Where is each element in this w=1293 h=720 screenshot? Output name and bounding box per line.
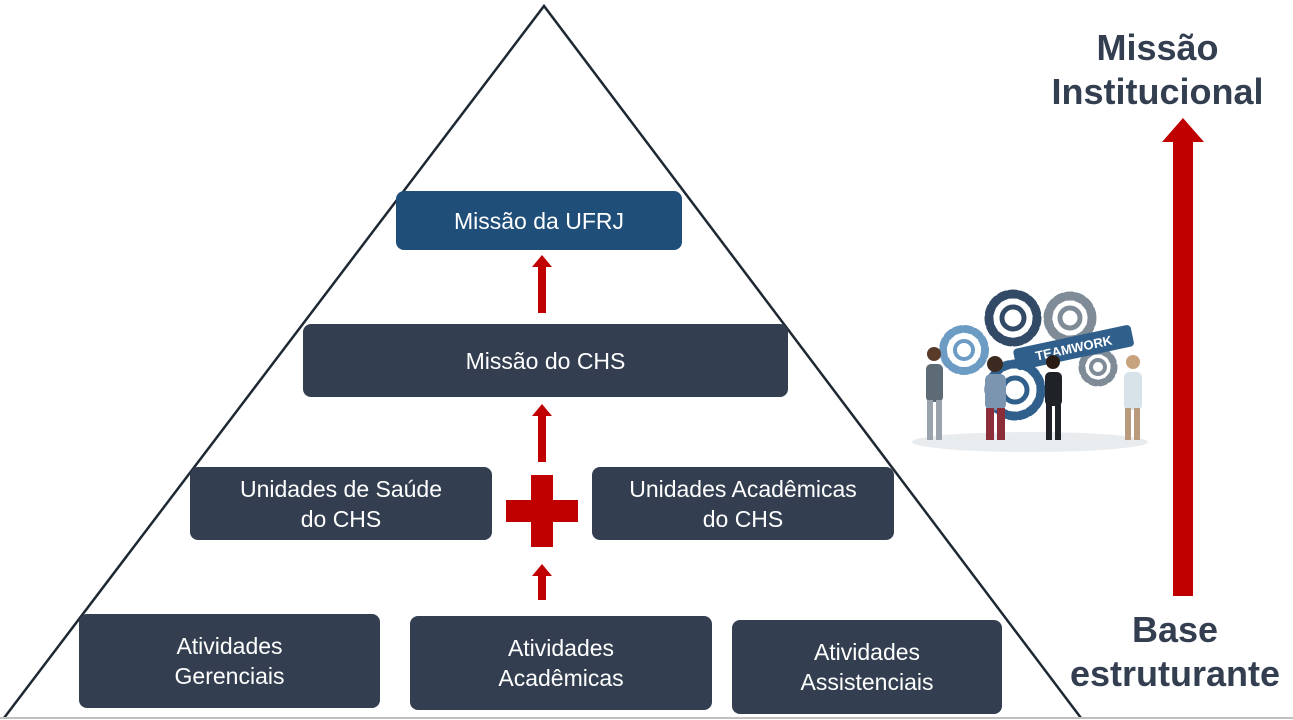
- care-activities-label: Atividades Assistenciais: [800, 639, 934, 695]
- ufrj-mission-box: Missão da UFRJ: [396, 191, 682, 250]
- health-units-box: Unidades de Saúde do CHS: [190, 467, 492, 540]
- big-up-arrow-icon: [1162, 118, 1204, 596]
- academic-activities-box: Atividades Acadêmicas: [410, 616, 712, 710]
- academic-units-label: Unidades Acadêmicas do CHS: [629, 475, 857, 532]
- teamwork-illustration: TEAMWORK: [912, 289, 1148, 452]
- up-arrow-icon: [532, 404, 552, 462]
- chs-mission-box: Missão do CHS: [303, 324, 788, 397]
- institutional-mission-title: Missão Institucional: [1051, 27, 1264, 112]
- health-units-label: Unidades de Saúde do CHS: [239, 475, 443, 532]
- academic-units-box: Unidades Acadêmicas do CHS: [592, 467, 894, 540]
- up-arrow-icon: [532, 255, 552, 313]
- ufrj-mission-label: Missão da UFRJ: [454, 207, 624, 234]
- plus-icon: [506, 475, 578, 547]
- management-activities-label: Atividades Gerenciais: [174, 633, 285, 689]
- academic-activities-label: Atividades Acadêmicas: [498, 635, 624, 691]
- management-activities-box: Atividades Gerenciais: [79, 614, 380, 708]
- structural-base-title: Base estruturante: [1069, 609, 1281, 694]
- up-arrow-icon: [532, 564, 552, 600]
- chs-mission-label: Missão do CHS: [465, 347, 626, 374]
- care-activities-box: Atividades Assistenciais: [732, 620, 1002, 714]
